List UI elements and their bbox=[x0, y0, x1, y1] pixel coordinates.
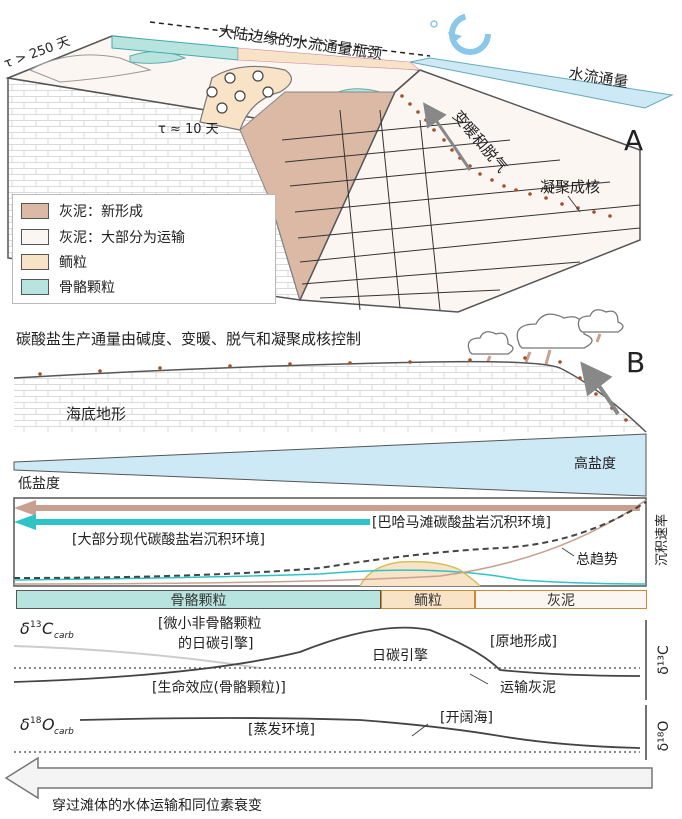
legend-item-fresh-mud: 灰泥：新形成 bbox=[21, 201, 143, 221]
salinity-wedge bbox=[13, 433, 647, 497]
mud-patch bbox=[28, 54, 152, 83]
svg-text:O: O bbox=[42, 715, 55, 734]
swirl-icon bbox=[430, 13, 491, 55]
overall-trend-label: 总趋势 bbox=[576, 552, 618, 568]
d13c-axis-label: δ¹³C bbox=[656, 645, 672, 675]
legend-swatch bbox=[21, 229, 49, 245]
svg-text:carb: carb bbox=[54, 727, 74, 737]
seafloor-label: 海底地形 bbox=[66, 405, 126, 423]
skeletal-patch-top bbox=[129, 51, 187, 64]
rate-plot-frame bbox=[13, 497, 647, 587]
svg-text:18: 18 bbox=[30, 716, 42, 726]
bahamas-env-label: [巴哈马滩碳酸盐岩沉积环境] bbox=[372, 515, 551, 531]
micro-skeletal-label-2: 的日碳引擎] bbox=[178, 636, 253, 652]
cloud-icons bbox=[467, 309, 624, 365]
accum-rate-label: 沉积速率 bbox=[654, 514, 670, 566]
d13c-main-curve bbox=[13, 626, 641, 683]
panel-b-letter: B bbox=[626, 346, 645, 379]
legend-swatch bbox=[21, 279, 49, 295]
warm-degas-arrow bbox=[423, 102, 472, 171]
segment-skeletal: 骨骼颗粒 bbox=[16, 590, 381, 609]
legend-label: 灰泥：新形成 bbox=[59, 204, 143, 220]
bottom-arrow-label: 穿过滩体的水体运输和同位素衰变 bbox=[52, 797, 262, 814]
legend-swatch bbox=[21, 254, 49, 270]
overall-trend-pointer bbox=[561, 547, 575, 557]
legend-label: 骨骼颗粒 bbox=[59, 280, 115, 296]
in-situ-label: [原地形成] bbox=[490, 634, 557, 650]
flux-dashed-line bbox=[149, 21, 431, 57]
svg-text:13: 13 bbox=[30, 620, 41, 630]
svg-text:δ: δ bbox=[20, 715, 30, 734]
d13c-micro-curve bbox=[13, 645, 261, 669]
legend-item-skeletal: 骨骼颗粒 bbox=[21, 277, 115, 297]
panel-a-letter: A bbox=[624, 124, 643, 157]
legend: 灰泥：新形成 灰泥：大部分为运输 鲕粒 骨骼颗粒 bbox=[12, 194, 276, 304]
legend-label: 灰泥：大部分为运输 bbox=[59, 230, 185, 246]
low-salinity-label: 低盐度 bbox=[18, 476, 60, 492]
seafloor-section bbox=[14, 361, 646, 432]
panel-b-caption: 碳酸盐生产通量由碱度、变暖、脱气和凝聚成核控制 bbox=[16, 330, 361, 348]
skeletal-curve bbox=[13, 569, 647, 585]
water-flux-band bbox=[409, 57, 674, 109]
nucleation-pointer bbox=[567, 195, 581, 213]
d13c-symbol: δ 13 C carb bbox=[20, 619, 74, 641]
bahamas-arrow-head bbox=[14, 500, 36, 516]
legend-swatch bbox=[21, 203, 49, 219]
d18o-symbol: δ 18 O carb bbox=[20, 715, 74, 737]
mud-curve bbox=[13, 499, 647, 585]
legend-item-transport-mud: 灰泥：大部分为运输 bbox=[21, 227, 185, 247]
ooid-shoal bbox=[199, 65, 292, 131]
segment-ooid: 鲕粒 bbox=[381, 590, 475, 609]
diurnal-engine-label: 日碳引擎 bbox=[372, 648, 428, 664]
modern-arrow-head bbox=[14, 514, 36, 530]
evaporative-label: [蒸发环境] bbox=[248, 722, 315, 738]
ooid-grains bbox=[206, 70, 274, 114]
svg-text:carb: carb bbox=[54, 631, 74, 641]
open-sea-pointer bbox=[411, 723, 429, 737]
nucleation-label: 凝聚成核 bbox=[540, 178, 600, 196]
vital-effect-label: [生命效应(骨骼颗粒)] bbox=[152, 679, 286, 696]
micro-skeletal-label-1: [微小非骨骼颗粒 bbox=[158, 616, 261, 632]
d18o-curve bbox=[79, 717, 641, 749]
ooid-curve bbox=[359, 560, 481, 587]
segment-mud: 灰泥 bbox=[475, 590, 647, 609]
transported-mud-pointer bbox=[469, 673, 489, 685]
water-shelf-band bbox=[237, 47, 421, 71]
modern-env-label: [大部分现代碳酸盐岩沉积环境] bbox=[72, 532, 265, 548]
legend-item-ooid: 鲕粒 bbox=[21, 252, 87, 272]
tau-short-label: τ ≈ 10 天 bbox=[158, 122, 219, 137]
legend-label: 鲕粒 bbox=[59, 255, 87, 271]
high-salinity-label: 高盐度 bbox=[574, 455, 616, 472]
upwelling-arrow bbox=[580, 361, 620, 416]
svg-text:δ: δ bbox=[20, 619, 30, 638]
d18o-axis-label: δ¹⁸O bbox=[656, 721, 672, 752]
svg-text:C: C bbox=[42, 619, 54, 638]
transported-mud-label: 运输灰泥 bbox=[500, 680, 556, 696]
slope-hatching bbox=[281, 109, 641, 311]
overall-trend-curve bbox=[13, 501, 647, 579]
open-sea-label: [开阔海] bbox=[440, 710, 493, 726]
bottom-transport-arrow bbox=[4, 756, 653, 800]
